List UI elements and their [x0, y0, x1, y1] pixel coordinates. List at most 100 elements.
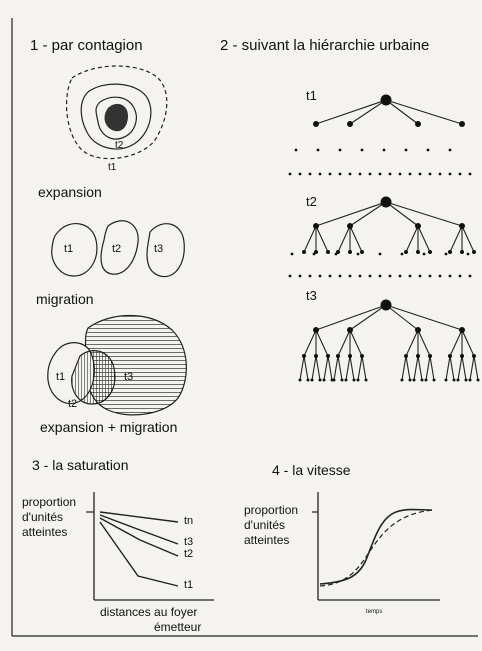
hierarchy-node [326, 250, 330, 254]
hierarchy-node [380, 94, 392, 106]
expansion-label-t2: t2 [115, 140, 124, 151]
hierarchy-node [468, 378, 472, 382]
hierarchy-link [413, 355, 419, 381]
hierarchy-node [338, 274, 342, 278]
saturation-chart: tn t3 t2 t1 [86, 492, 214, 601]
hierarchy-node [448, 274, 452, 278]
hierarchy-node [472, 250, 476, 254]
contagion-heading: 1 - par contagion [30, 37, 143, 54]
saturation-series-t2: t2 [184, 548, 193, 560]
hierarchy-link [349, 304, 387, 331]
hierarchy-node [358, 274, 362, 278]
hierarchy-node [347, 327, 353, 333]
hierarchy-link [449, 329, 463, 357]
hierarchy-node [452, 378, 456, 382]
hierarchy-t2: t2 [306, 194, 317, 209]
speed-curve-solid [319, 508, 433, 585]
expansion-migration-diagram: t1 t2 t3 [47, 314, 187, 416]
hierarchy-node [288, 172, 292, 176]
saturation-xlabel-2: émetteur [154, 620, 201, 634]
hierarchy-link [449, 225, 463, 253]
hierarchy-node [288, 274, 292, 278]
saturation-series-t3: t3 [184, 536, 193, 548]
hierarchy-node [336, 354, 340, 358]
hierarchy-link [417, 225, 431, 253]
saturation-heading: 3 - la saturation [32, 457, 129, 473]
hierarchy-node [400, 252, 404, 256]
hierarchy-node [340, 378, 344, 382]
hierarchy-node [314, 250, 318, 254]
hierarchy-link [405, 355, 411, 381]
hierarchy-link [461, 355, 467, 381]
hierarchy-link [385, 99, 463, 125]
hierarchy-node [348, 250, 352, 254]
hierarchy-link [303, 355, 309, 381]
hierarchy-link [303, 225, 317, 253]
hierarchy-link [401, 355, 407, 381]
hierarchy-link [345, 355, 351, 381]
saturation-line-t3 [99, 514, 179, 545]
hierarchy-node [308, 172, 312, 176]
hierarchy-link [349, 99, 387, 125]
hierarchy-node [422, 252, 426, 256]
saturation-series-tn: tn [184, 515, 193, 527]
hierarchy-node [380, 299, 392, 311]
expansion-label: expansion [38, 184, 102, 200]
hierarchy-link [461, 225, 475, 253]
saturation-series-t1: t1 [184, 579, 193, 591]
hierarchy-link [323, 355, 329, 381]
hierarchy-node [460, 354, 464, 358]
hierarchy-link [425, 355, 431, 381]
saturation-xlabel-1: distances au foyer [100, 605, 197, 619]
hierarchy-link [315, 355, 321, 381]
hierarchy-node [318, 172, 322, 176]
hierarchy-link [457, 355, 463, 381]
migration-label: migration [36, 291, 94, 307]
hierarchy-node [326, 354, 330, 358]
hierarchy-node [432, 378, 436, 382]
hierarchy-link [299, 355, 305, 381]
saturation-line-tn [99, 511, 179, 523]
hierarchy-node [347, 223, 353, 229]
hierarchy-link [315, 304, 387, 331]
hierarchy-link [303, 329, 317, 357]
hierarchy-link [333, 355, 339, 381]
speed-curve-dashed [319, 509, 433, 587]
hierarchy-node [448, 172, 452, 176]
saturation-ylabel-3: atteintes [22, 525, 67, 539]
hierarchy-link [315, 329, 329, 357]
migration-label-t2: t2 [112, 243, 121, 255]
hierarchy-t1: t1 [306, 88, 317, 103]
migration-label-t1: t1 [64, 243, 73, 255]
hierarchy-node [418, 172, 422, 176]
hierarchy-node [438, 172, 442, 176]
hierarchy-node [378, 172, 382, 176]
hierarchy-link [361, 355, 367, 381]
hierarchy-node [368, 172, 372, 176]
hierarchy-node [322, 378, 326, 382]
hierarchy-link [405, 225, 419, 253]
hierarchy-node [412, 378, 416, 382]
hierarchy-node [426, 148, 430, 152]
hierarchy-node [368, 274, 372, 278]
speed-xlabel: temps [366, 609, 382, 615]
hierarchy-node [360, 148, 364, 152]
hierarchy-node [448, 354, 452, 358]
hierarchy-link [417, 329, 431, 357]
hierarchy-node [460, 250, 464, 254]
hierarchy-node [318, 378, 322, 382]
combined-label-t1: t1 [56, 371, 65, 383]
hierarchy-node [338, 172, 342, 176]
hierarchy-node [468, 172, 472, 176]
migration-label-t3: t3 [154, 243, 163, 255]
hierarchy-node [352, 378, 356, 382]
hierarchy-node [388, 172, 392, 176]
hierarchy-node [348, 274, 352, 278]
combined-label-t2: t2 [68, 398, 77, 410]
hierarchy-link [349, 329, 363, 357]
hierarchy-link [473, 355, 479, 381]
hierarchy-node [344, 378, 348, 382]
hierarchy-node [416, 354, 420, 358]
hierarchy-node [464, 378, 468, 382]
